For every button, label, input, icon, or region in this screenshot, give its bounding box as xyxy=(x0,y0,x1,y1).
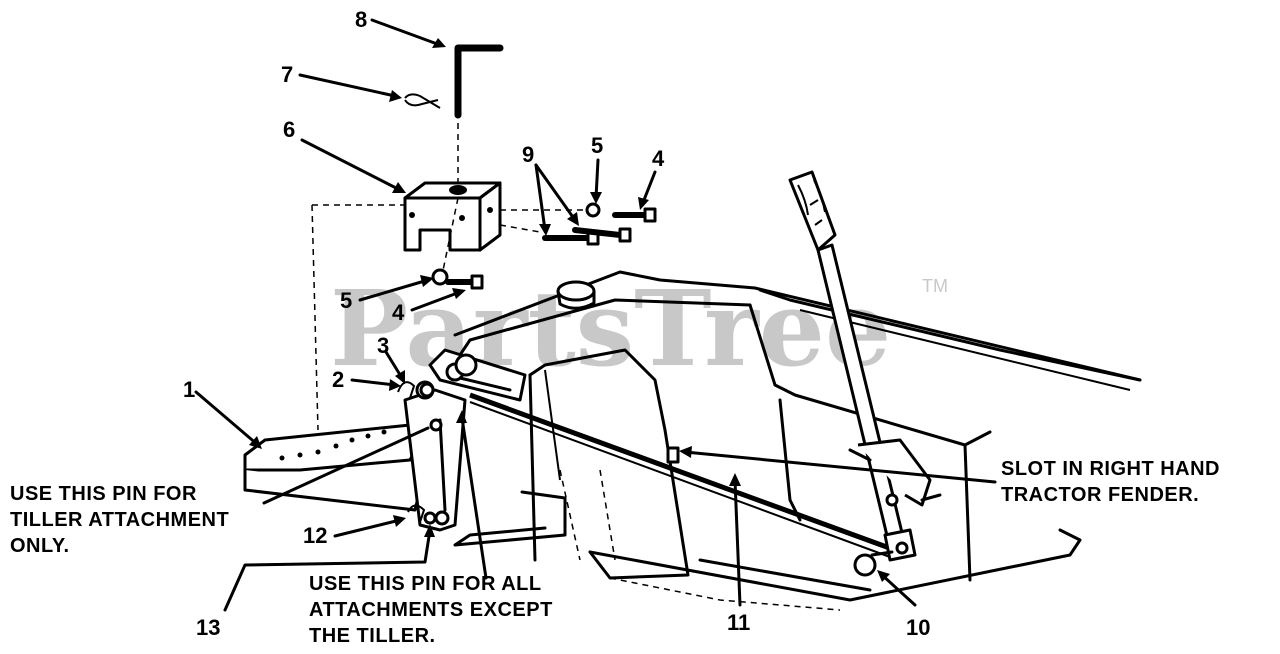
callout-1: 1 xyxy=(183,377,195,402)
bolts xyxy=(431,202,657,290)
clip-and-washer xyxy=(397,381,435,399)
hairpin-clip xyxy=(404,93,441,109)
note-fender-slot: SLOT IN RIGHT HAND TRACTOR FENDER. xyxy=(1001,458,1220,506)
callout-4-upper: 4 xyxy=(652,146,665,171)
callout-2: 2 xyxy=(332,367,344,392)
drawbar xyxy=(243,348,527,532)
lift-rod xyxy=(469,392,896,558)
svg-text:ONLY.: ONLY. xyxy=(10,535,70,557)
watermark-trademark: TM xyxy=(922,276,948,296)
callout-10: 10 xyxy=(906,615,930,640)
callout-8: 8 xyxy=(355,7,367,32)
lower-clip xyxy=(407,504,437,525)
svg-text:USE THIS PIN FOR: USE THIS PIN FOR xyxy=(10,483,197,505)
callout-5-upper: 5 xyxy=(591,133,603,158)
lift-pin xyxy=(454,44,504,119)
callout-6: 6 xyxy=(283,117,295,142)
callout-7: 7 xyxy=(281,62,293,87)
callout-11: 11 xyxy=(727,610,750,635)
callout-12: 12 xyxy=(303,523,327,548)
svg-text:ATTACHMENTS EXCEPT: ATTACHMENTS EXCEPT xyxy=(309,599,553,621)
callout-3: 3 xyxy=(377,333,389,358)
note-tiller-pin: USE THIS PIN FOR TILLER ATTACHMENT ONLY. xyxy=(10,483,229,557)
callout-9: 9 xyxy=(522,142,534,167)
svg-text:THE TILLER.: THE TILLER. xyxy=(309,625,436,647)
watermark: PartsTree xyxy=(330,267,891,390)
callout-5-lower: 5 xyxy=(340,288,352,313)
tractor-frame xyxy=(453,270,1142,611)
svg-text:TRACTOR FENDER.: TRACTOR FENDER. xyxy=(1001,484,1199,506)
leader-lines xyxy=(194,18,997,612)
callout-13: 13 xyxy=(196,615,220,640)
hitch-bracket xyxy=(311,118,590,431)
svg-text:SLOT IN RIGHT HAND: SLOT IN RIGHT HAND xyxy=(1001,458,1220,480)
callout-labels: 8 7 6 9 5 4 5 4 3 2 1 12 13 11 10 xyxy=(183,7,930,640)
svg-text:TILLER ATTACHMENT: TILLER ATTACHMENT xyxy=(10,509,229,531)
svg-text:USE THIS PIN FOR ALL: USE THIS PIN FOR ALL xyxy=(309,573,542,595)
callout-4-lower: 4 xyxy=(392,300,405,325)
note-all-attachments-pin: USE THIS PIN FOR ALL ATTACHMENTS EXCEPT … xyxy=(309,573,553,647)
